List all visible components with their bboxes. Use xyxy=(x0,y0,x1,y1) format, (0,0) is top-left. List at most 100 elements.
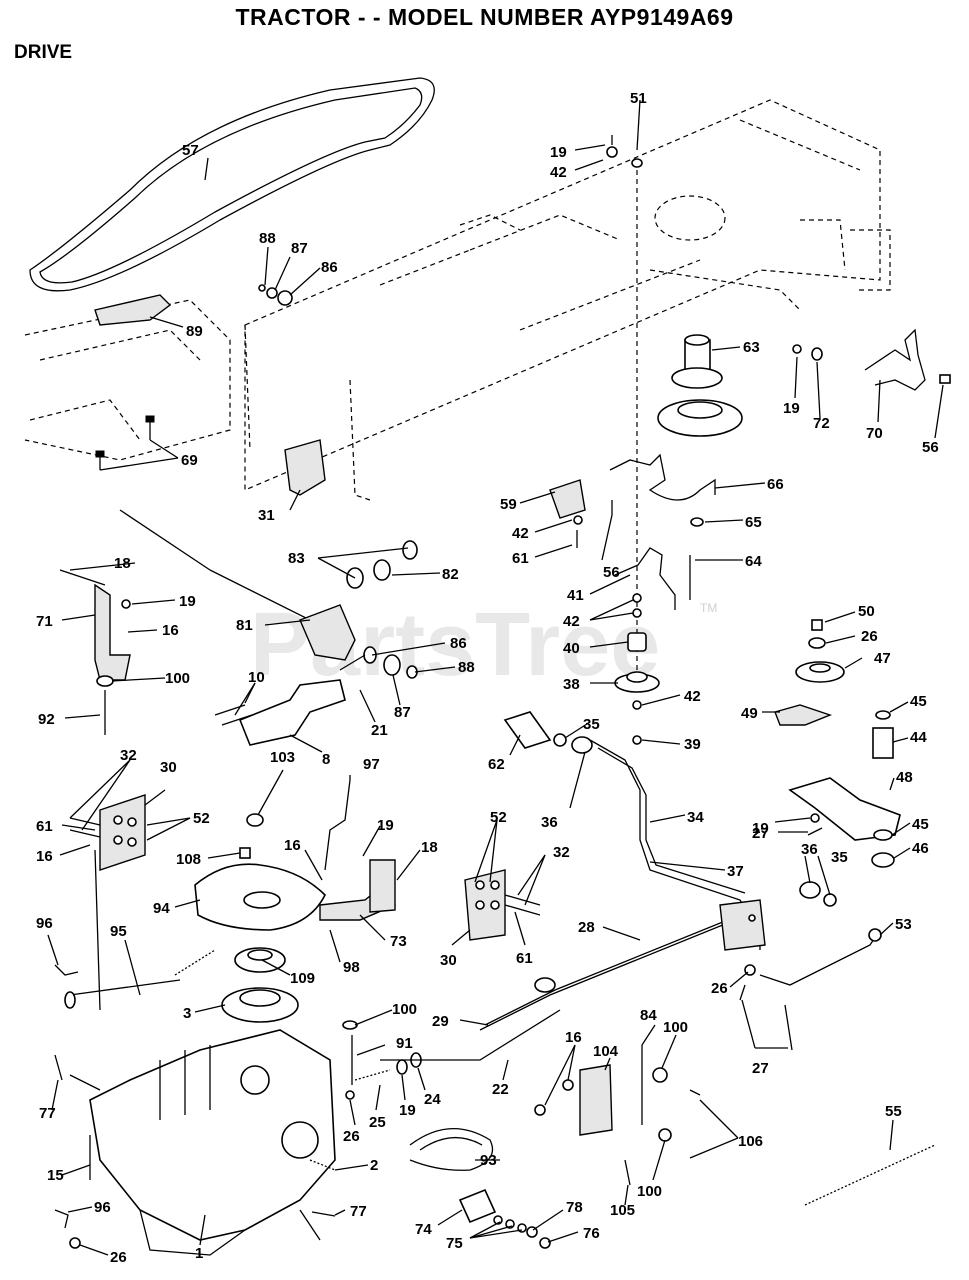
callout-40: 40 xyxy=(563,640,580,657)
callout-19-f: 19 xyxy=(399,1102,416,1119)
callout-19-b: 19 xyxy=(783,400,800,417)
callout-66: 66 xyxy=(767,476,784,493)
callout-26-b: 26 xyxy=(711,980,728,997)
callout-89: 89 xyxy=(186,323,203,340)
callout-35-b: 35 xyxy=(831,849,848,866)
bushing-62 xyxy=(503,711,552,749)
bracket-104 xyxy=(579,1064,613,1136)
callout-70: 70 xyxy=(866,425,883,442)
bushing-74 xyxy=(458,1188,497,1224)
callout-71: 71 xyxy=(36,613,53,630)
callout-64: 64 xyxy=(745,553,762,570)
callout-100-a: 100 xyxy=(165,670,190,687)
callout-35-a: 35 xyxy=(583,716,600,733)
callout-30-b: 30 xyxy=(440,952,457,969)
callout-94: 94 xyxy=(153,900,170,917)
callout-109: 109 xyxy=(290,970,315,987)
callout-48: 48 xyxy=(896,769,913,786)
callout-37: 37 xyxy=(727,863,744,880)
callout-77-b: 77 xyxy=(350,1203,367,1220)
callout-42-d: 42 xyxy=(684,688,701,705)
callout-108: 108 xyxy=(176,851,201,868)
callout-56-b: 56 xyxy=(603,564,620,581)
callout-19-d: 19 xyxy=(752,820,769,837)
callout-22: 22 xyxy=(492,1081,509,1098)
callout-86: 86 xyxy=(321,259,338,276)
callout-39: 39 xyxy=(684,736,701,753)
callout-96-b: 96 xyxy=(94,1199,111,1216)
callout-49: 49 xyxy=(741,705,758,722)
callout-73: 73 xyxy=(390,933,407,950)
callout-19-a: 19 xyxy=(550,144,567,161)
callout-53: 53 xyxy=(895,916,912,933)
callout-106: 106 xyxy=(738,1133,763,1150)
callout-27-a: 27 xyxy=(752,825,769,842)
callout-61-a: 61 xyxy=(512,550,529,567)
callout-38: 38 xyxy=(563,676,580,693)
callout-88-b: 88 xyxy=(458,659,475,676)
callout-41: 41 xyxy=(567,587,584,604)
transaxle-1 xyxy=(69,1029,336,1256)
callout-100-b: 100 xyxy=(392,1001,417,1018)
callout-1: 1 xyxy=(195,1245,203,1262)
washer-86 xyxy=(277,290,293,306)
bracket-30-left xyxy=(99,794,146,871)
callout-91: 91 xyxy=(396,1035,413,1052)
callout-78: 78 xyxy=(566,1199,583,1216)
leader-lines xyxy=(47,99,944,1256)
callout-61-b: 61 xyxy=(36,818,53,835)
callout-86-b: 86 xyxy=(450,635,467,652)
drive-belt xyxy=(29,77,435,292)
callout-28: 28 xyxy=(578,919,595,936)
callout-32-b: 32 xyxy=(553,844,570,861)
callout-57: 57 xyxy=(182,142,199,159)
part-31 xyxy=(284,439,326,496)
callout-62: 62 xyxy=(488,756,505,773)
part-89 xyxy=(94,294,172,326)
part-8 xyxy=(238,679,346,746)
callout-45-a: 45 xyxy=(910,693,927,710)
part-81 xyxy=(299,604,356,661)
callout-27-b: 27 xyxy=(752,1060,769,1077)
callout-8: 8 xyxy=(322,751,330,768)
callout-95: 95 xyxy=(110,923,127,940)
callout-36-a: 36 xyxy=(541,814,558,831)
callout-24: 24 xyxy=(424,1091,441,1108)
callout-19-c: 19 xyxy=(179,593,196,610)
callout-26-c: 26 xyxy=(343,1128,360,1145)
callout-92: 92 xyxy=(38,711,55,728)
callout-61-c: 61 xyxy=(516,950,533,967)
tractor-frame xyxy=(244,99,891,501)
callout-74: 74 xyxy=(415,1221,432,1238)
callout-47: 47 xyxy=(874,650,891,667)
callout-18-b: 18 xyxy=(421,839,438,856)
callout-65: 65 xyxy=(745,514,762,531)
pulley-63 xyxy=(657,334,743,437)
section-label: DRIVE xyxy=(14,42,73,63)
callout-labels: 57 88 87 86 89 69 31 51 19 42 63 19 72 7… xyxy=(36,90,939,1266)
callout-69: 69 xyxy=(181,452,198,469)
watermark-tm: TM xyxy=(700,601,717,615)
callout-96-a: 96 xyxy=(36,915,53,932)
callout-15: 15 xyxy=(47,1167,64,1184)
callout-44: 44 xyxy=(910,729,927,746)
callout-87: 87 xyxy=(291,240,308,257)
callout-105: 105 xyxy=(610,1202,635,1219)
callout-88: 88 xyxy=(259,230,276,247)
callout-42-b: 42 xyxy=(512,525,529,542)
callout-98: 98 xyxy=(343,959,360,976)
fan-94 xyxy=(194,863,326,931)
callout-26-a: 26 xyxy=(861,628,878,645)
callout-10: 10 xyxy=(248,669,265,686)
callout-34: 34 xyxy=(687,809,704,826)
callout-32-a: 32 xyxy=(120,747,137,764)
callout-45-b: 45 xyxy=(912,816,929,833)
callout-104: 104 xyxy=(593,1043,619,1060)
callout-19-e: 19 xyxy=(377,817,394,834)
callout-21: 21 xyxy=(371,722,388,739)
callout-84: 84 xyxy=(640,1007,657,1024)
callout-76: 76 xyxy=(583,1225,600,1242)
callout-3: 3 xyxy=(183,1005,191,1022)
callout-82: 82 xyxy=(442,566,459,583)
